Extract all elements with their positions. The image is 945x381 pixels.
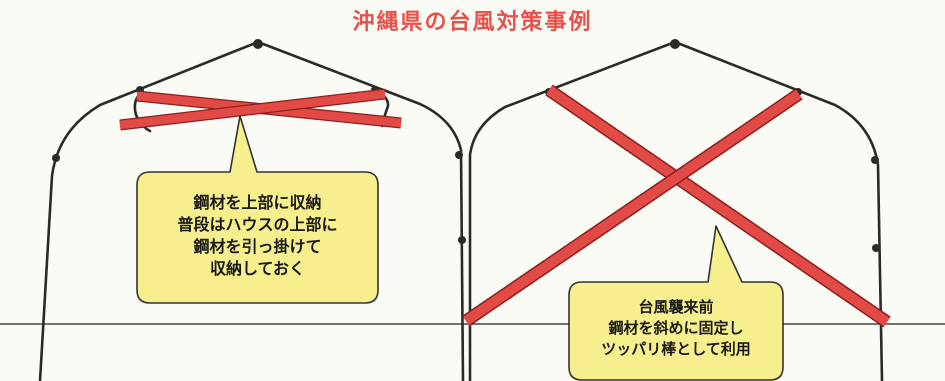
right-callout-line-3: ツッパリ棒として利用 <box>601 340 751 358</box>
right-frame-outer <box>468 40 884 381</box>
left-brace-2 <box>119 89 386 130</box>
joint-right-side <box>871 156 879 164</box>
diagram-title: 沖縄県の台風対策事例 <box>352 10 593 35</box>
left-callout-line-2: 普段はハウスの上部に <box>177 215 338 234</box>
right-callout-bubble <box>568 225 784 381</box>
right-brace-1 <box>546 85 890 327</box>
right-brace-2 <box>463 89 802 326</box>
left-callout-line-4: 収納しておく <box>209 259 306 278</box>
left-stored-braces <box>119 88 402 131</box>
left-callout-text: 鋼材を上部に収納 普段はハウスの上部に 鋼材を引っ掛けて 収納しておく <box>137 192 378 280</box>
left-callout-bubble <box>136 115 379 304</box>
right-callout-line-1: 台風襲来前 <box>638 298 714 316</box>
joint-left-side-mid <box>458 236 466 244</box>
right-callout-line-2: 鋼材を斜めに固定し <box>608 319 744 337</box>
joint-right-side-lower <box>872 244 880 252</box>
joint-left-side <box>52 154 60 162</box>
left-callout-line-1: 鋼材を上部に収納 <box>193 193 322 212</box>
right-deployed-braces <box>462 84 891 328</box>
joint-left-apex <box>253 39 263 49</box>
joint-left-side-lower <box>455 151 463 159</box>
left-callout-line-3: 鋼材を引っ掛けて <box>193 237 322 256</box>
right-callout-text: 台風襲来前 鋼材を斜めに固定し ツッパリ棒として利用 <box>569 297 783 360</box>
right-greenhouse-frame <box>468 40 884 381</box>
joint-right-apex <box>670 39 680 49</box>
